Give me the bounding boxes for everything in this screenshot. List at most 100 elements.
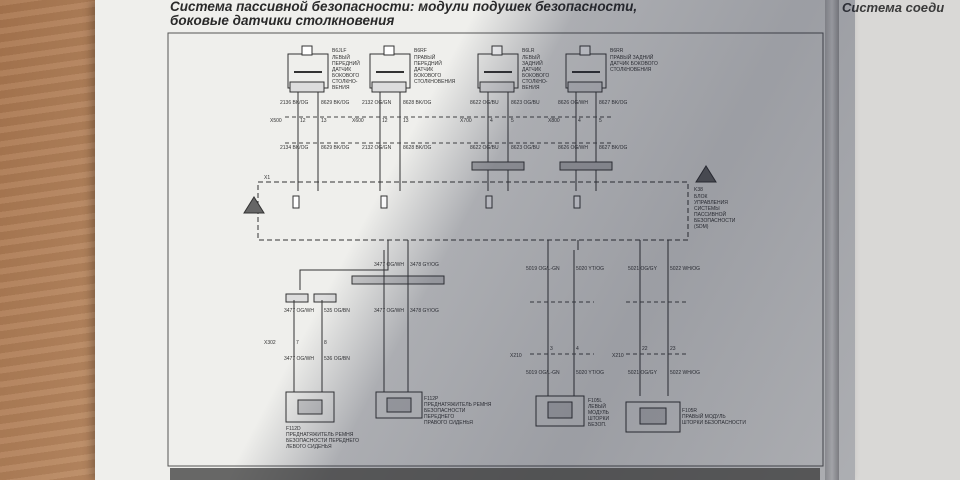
ground-pin-icon: [491, 45, 503, 56]
svg-text:X1: X1: [264, 175, 270, 181]
pretensioner-icon: [386, 397, 412, 413]
svg-text:536 OG/BN: 536 OG/BN: [324, 356, 350, 362]
connector-label: X800: [548, 118, 560, 124]
svg-text:8626 OG/WH: 8626 OG/WH: [558, 145, 588, 151]
connector-label: X210: [612, 353, 624, 359]
svg-text:3478 GY/OG: 3478 GY/OG: [410, 308, 439, 314]
sensor-4: B6RR ПРАВЫЙ ЗАДНИЙ ДАТЧИК БОКОВОГО СТОЛК…: [548, 45, 658, 191]
svg-text:2136 BK/OG: 2136 BK/OG: [280, 100, 308, 106]
svg-text:ВЕНИЯ: ВЕНИЯ: [332, 85, 350, 91]
svg-text:УПРАВЛЕНИЯ: УПРАВЛЕНИЯ: [694, 200, 728, 206]
svg-text:ВЕНИЯ: ВЕНИЯ: [522, 85, 540, 91]
svg-text:535 OG/BN: 535 OG/BN: [324, 308, 350, 314]
svg-text:8623 OG/BU: 8623 OG/BU: [511, 100, 540, 106]
svg-text:13: 13: [403, 118, 409, 124]
svg-text:3477 OG/WH: 3477 OG/WH: [374, 262, 404, 268]
svg-text:8627 BK/OG: 8627 BK/OG: [599, 145, 627, 151]
page-title: Система пассивной безопасности: модули п…: [170, 0, 637, 28]
svg-text:МОДУЛЬ: МОДУЛЬ: [588, 410, 610, 416]
svg-text:БЕЗОПАСНОСТИ: БЕЗОПАСНОСТИ: [694, 218, 736, 224]
sensor-2: B6RF ПРАВЫЙ ПЕРЕДНИЙ ДАТЧИК БОКОВОГО СТО…: [352, 45, 456, 191]
svg-text:5019 OG/L-GN: 5019 OG/L-GN: [526, 266, 560, 272]
svg-text:3478 GY/OG: 3478 GY/OG: [410, 262, 439, 268]
curtain-airbag-box: [625, 401, 681, 433]
svg-text:5019 OG/L-GN: 5019 OG/L-GN: [526, 370, 560, 376]
svg-text:ПЕРЕДНИЙ: ПЕРЕДНИЙ: [332, 59, 360, 67]
pretensioner-box: [375, 391, 423, 419]
sensor-id: B6RR: [610, 48, 624, 54]
sensor-3: B6LR ЛЕВЫЙ ЗАДНИЙ ДАТЧИК БОКОВОГО СТОЛКН…: [460, 45, 549, 191]
sdm-resistors: [292, 195, 581, 209]
svg-text:5022 WH/OG: 5022 WH/OG: [670, 370, 700, 376]
svg-text:7: 7: [296, 340, 299, 346]
svg-text:5021 OG/GY: 5021 OG/GY: [628, 266, 658, 272]
svg-text:5022 WH/OG: 5022 WH/OG: [670, 266, 700, 272]
connector-label: X302: [264, 340, 276, 346]
svg-text:3477 OG/WH: 3477 OG/WH: [284, 356, 314, 362]
svg-text:ЛЕВЫЙ: ЛЕВЫЙ: [588, 402, 606, 410]
svg-text:БОКОВОГО: БОКОВОГО: [414, 73, 441, 79]
connector-label: X500: [270, 118, 282, 124]
svg-text:БЕЗОП.: БЕЗОП.: [588, 422, 606, 428]
connector-label: X700: [460, 118, 472, 124]
svg-text:СТОЛКНОВЕНИЯ: СТОЛКНОВЕНИЯ: [414, 79, 456, 85]
sensor-id: B6JLF: [332, 48, 346, 54]
svg-text:ПРАВЫЙ: ПРАВЫЙ: [414, 53, 436, 61]
actuator-id: F105R: [682, 408, 697, 414]
svg-text:СТОЛКНО-: СТОЛКНО-: [522, 79, 548, 85]
sensor-connector: [289, 81, 325, 93]
module-outputs: [387, 240, 669, 250]
svg-text:2132 OG/GN: 2132 OG/GN: [362, 100, 392, 106]
page-footer-strip: [170, 468, 820, 480]
svg-text:22: 22: [642, 346, 648, 352]
sensor-id: B6RF: [414, 48, 427, 54]
svg-text:8622 OG/BU: 8622 OG/BU: [470, 145, 499, 151]
svg-text:ПЕРЕДНЕГО: ПЕРЕДНЕГО: [424, 414, 454, 420]
svg-text:БОКОВОГО: БОКОВОГО: [522, 73, 549, 79]
actuator-id: F105L: [588, 398, 602, 404]
svg-text:ДАТЧИК: ДАТЧИК: [414, 67, 433, 73]
diagram-frame: [167, 32, 824, 467]
svg-text:23: 23: [670, 346, 676, 352]
svg-text:5020 YT/OG: 5020 YT/OG: [576, 266, 604, 272]
svg-text:13: 13: [321, 118, 327, 124]
pretensioner-box: [285, 391, 335, 423]
svg-text:ПЕРЕДНИЙ: ПЕРЕДНИЙ: [414, 59, 442, 67]
svg-text:ПАССИВНОЙ: ПАССИВНОЙ: [694, 210, 726, 218]
svg-text:4: 4: [576, 346, 579, 352]
svg-text:ЛЕВЫЙ: ЛЕВЫЙ: [332, 53, 350, 61]
svg-text:2132 OG/GN: 2132 OG/GN: [362, 145, 392, 151]
svg-text:12: 12: [382, 118, 388, 124]
svg-text:ПРЕДНАТЯЖИТЕЛЬ РЕМНЯ: ПРЕДНАТЯЖИТЕЛЬ РЕМНЯ: [286, 432, 354, 438]
connector-label: X600: [352, 118, 364, 124]
title-line-1: Система пассивной безопасности: модули п…: [170, 0, 638, 14]
pretensioner-icon: [297, 399, 323, 415]
svg-text:3477 OG/WH: 3477 OG/WH: [284, 308, 314, 314]
svg-text:12: 12: [300, 118, 306, 124]
svg-text:5: 5: [599, 118, 602, 124]
actuator-1: 3477 OG/WH 535 OG/BN X302 7 8 3477 OG/WH…: [264, 300, 359, 450]
ground-pin-icon: [301, 45, 313, 56]
module-id: K38: [694, 187, 703, 193]
ground-pin-icon: [383, 45, 395, 56]
splice-bar: [351, 275, 445, 285]
svg-text:ШТОРКИ БЕЗОПАСНОСТИ: ШТОРКИ БЕЗОПАСНОСТИ: [682, 420, 746, 426]
svg-text:3: 3: [550, 346, 553, 352]
svg-text:8627 BK/OG: 8627 BK/OG: [599, 100, 627, 106]
svg-text:8626 OG/WH: 8626 OG/WH: [558, 100, 588, 106]
svg-text:5: 5: [511, 118, 514, 124]
svg-text:8622 OG/BU: 8622 OG/BU: [470, 100, 499, 106]
ground-warning-icon: [243, 196, 265, 214]
sdm-module-box: [257, 181, 689, 241]
actuator-2: 3477 OG/WH 3478 GY/OG 3477 OG/WH 3478 GY…: [374, 250, 492, 426]
svg-text:ПРАВЫЙ ЗАДНИЙ: ПРАВЫЙ ЗАДНИЙ: [610, 53, 654, 61]
right-page: [835, 0, 960, 480]
sensor-id: B6LR: [522, 48, 535, 54]
svg-text:(SDM): (SDM): [694, 224, 709, 230]
svg-text:5020 YT/OG: 5020 YT/OG: [576, 370, 604, 376]
svg-text:ДАТЧИК: ДАТЧИК: [522, 67, 541, 73]
svg-text:ШТОРКИ: ШТОРКИ: [588, 416, 610, 422]
svg-text:8623 OG/BU: 8623 OG/BU: [511, 145, 540, 151]
curtain-airbag-box: [535, 395, 585, 427]
